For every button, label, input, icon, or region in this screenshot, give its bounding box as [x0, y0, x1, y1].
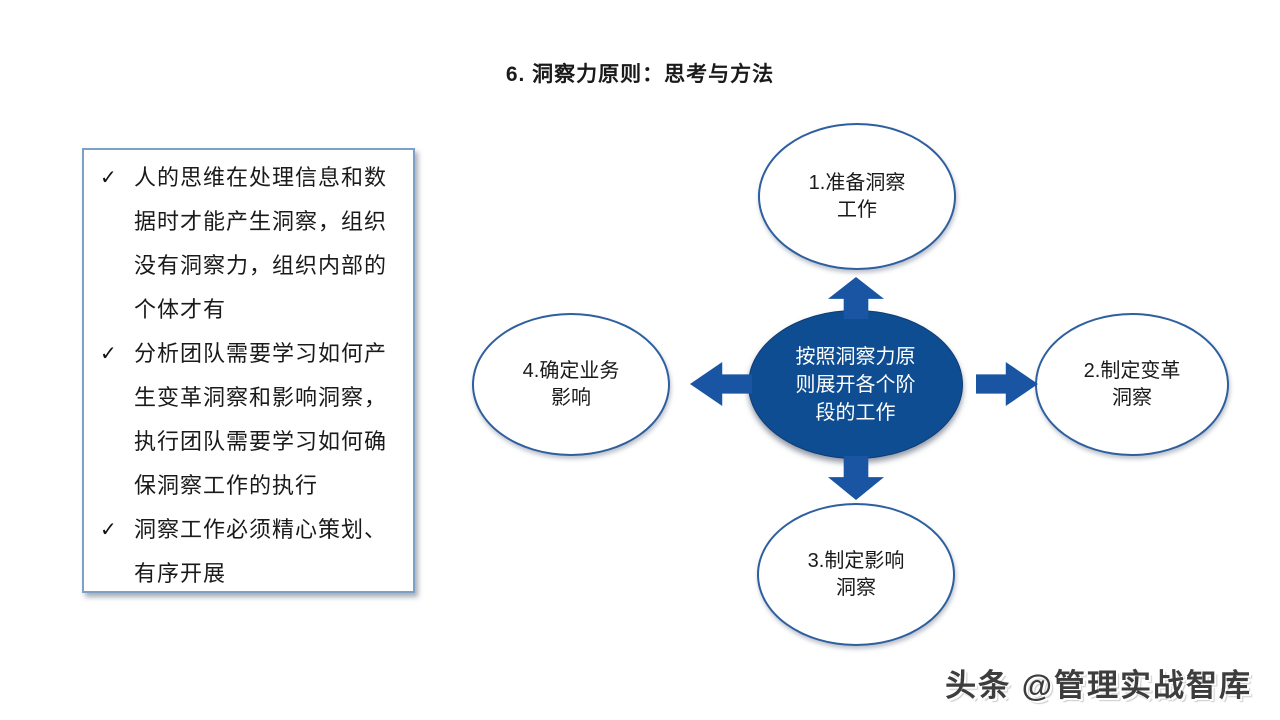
- checkmark-icon: ✓: [100, 343, 118, 365]
- node-label-line: 3.制定影响: [807, 549, 905, 572]
- note-item: ✓ 洞察工作必须精心策划、有序开展: [84, 508, 407, 596]
- note-item: ✓ 分析团队需要学习如何产生变革洞察和影响洞察，执行团队需要学习如何确保洞察工作…: [84, 332, 407, 508]
- watermark: 头条 @管理实战智库: [945, 668, 1252, 703]
- node-label-line: 4.确定业务: [522, 359, 620, 382]
- slide-title: 6. 洞察力原则：思考与方法: [505, 63, 775, 86]
- arrow-down-icon: [828, 456, 884, 500]
- node-label-line: 影响: [551, 386, 591, 409]
- center-label-line: 段的工作: [815, 401, 896, 424]
- node-label-line: 1.准备洞察: [808, 171, 906, 194]
- note-text: 洞察工作必须精心策划、有序开展: [134, 517, 388, 586]
- node-2-change-insight: 2.制定变革 洞察: [1035, 313, 1229, 456]
- arrow-left-icon: [690, 362, 752, 406]
- checkmark-icon: ✓: [100, 519, 118, 541]
- node-label-line: 2.制定变革: [1083, 359, 1181, 382]
- note-text: 分析团队需要学习如何产生变革洞察和影响洞察，执行团队需要学习如何确保洞察工作的执…: [134, 341, 388, 498]
- node-label-line: 洞察: [1112, 386, 1152, 409]
- note-item: ✓ 人的思维在处理信息和数据时才能产生洞察，组织没有洞察力，组织内部的个体才有: [84, 156, 407, 332]
- center-label-line: 按照洞察力原: [795, 345, 916, 368]
- notes-list: ✓ 人的思维在处理信息和数据时才能产生洞察，组织没有洞察力，组织内部的个体才有 …: [84, 156, 407, 596]
- node-3-impact-insight: 3.制定影响 洞察: [757, 503, 955, 646]
- notes-box: ✓ 人的思维在处理信息和数据时才能产生洞察，组织没有洞察力，组织内部的个体才有 …: [82, 148, 415, 593]
- center-node: 按照洞察力原 则展开各个阶 段的工作: [748, 310, 963, 459]
- node-1-prepare-insight: 1.准备洞察 工作: [758, 123, 956, 270]
- center-label-line: 则展开各个阶: [795, 373, 916, 396]
- arrow-right-icon: [976, 362, 1038, 406]
- node-4-business-impact: 4.确定业务 影响: [472, 313, 670, 456]
- note-text: 人的思维在处理信息和数据时才能产生洞察，组织没有洞察力，组织内部的个体才有: [134, 165, 388, 322]
- checkmark-icon: ✓: [100, 167, 118, 189]
- node-label-line: 工作: [837, 198, 877, 221]
- node-label-line: 洞察: [836, 576, 876, 599]
